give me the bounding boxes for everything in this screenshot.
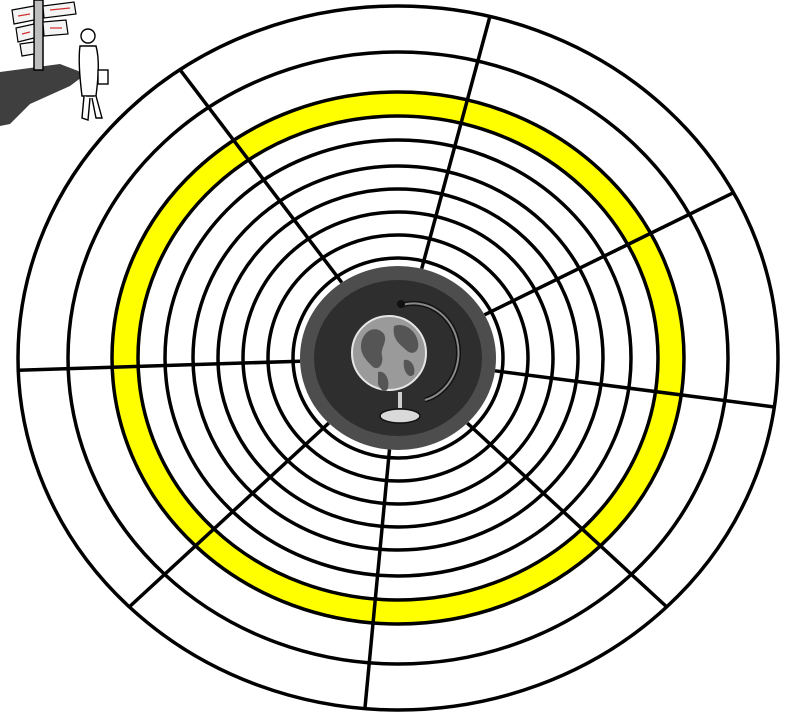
central-hub <box>300 266 496 450</box>
signpost-person-clipart <box>0 0 120 130</box>
spoke-8 <box>18 361 300 370</box>
spoke-6 <box>365 450 390 709</box>
spoke-4 <box>495 371 774 407</box>
